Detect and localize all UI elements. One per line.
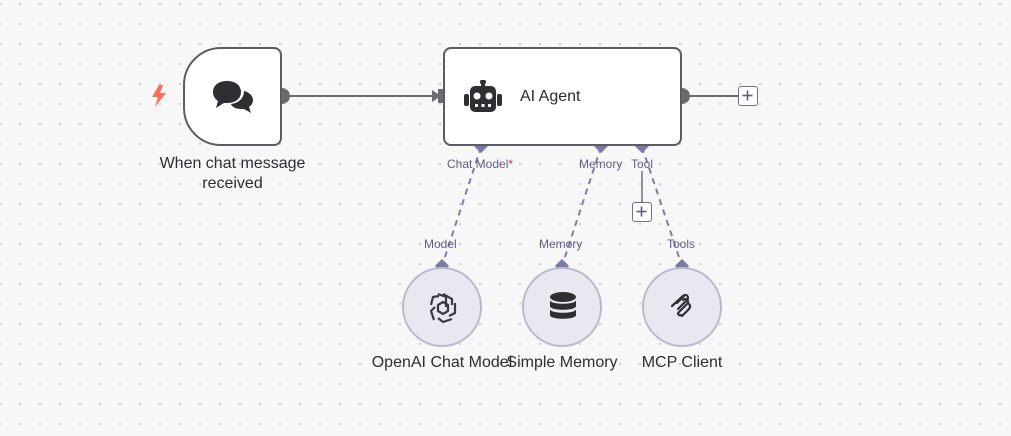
openai-chat-model-node[interactable] [402, 267, 482, 347]
plus-icon [636, 206, 647, 217]
memory-connection[interactable] [561, 146, 602, 267]
openai-node-label: OpenAI Chat Model [371, 354, 513, 371]
mcp-icon [670, 293, 692, 318]
model-output-label: Model [424, 237, 457, 251]
connection-arrow [432, 90, 441, 102]
tools-output-label: Tools [667, 237, 696, 251]
add-node-button[interactable] [738, 86, 758, 106]
memory-port-label: Memory [579, 157, 623, 171]
plus-icon [742, 90, 753, 101]
robot-icon [464, 80, 502, 112]
mcp-node-label: MCP Client [641, 354, 723, 371]
memory-node-label: Simple Memory [506, 354, 618, 371]
tool-port-label: Tool [631, 157, 654, 171]
agent-input-handle[interactable] [438, 89, 444, 103]
ai-agent-node[interactable]: AI Agent [443, 47, 682, 146]
database-icon [550, 292, 576, 319]
model-connection[interactable] [441, 146, 482, 267]
add-tool-button[interactable] [632, 202, 652, 222]
chat-model-port-label: Chat Model* [447, 157, 514, 171]
trigger-node[interactable] [183, 47, 282, 146]
mcp-client-node[interactable] [642, 267, 722, 347]
memory-output-label: Memory [539, 237, 583, 251]
chat-bubbles-icon [213, 81, 253, 113]
agent-title: AI Agent [520, 88, 581, 105]
tool-connection[interactable] [641, 146, 683, 267]
lightning-icon [152, 85, 166, 107]
simple-memory-node[interactable] [522, 267, 602, 347]
trigger-node-label: When chat message received [159, 155, 306, 192]
openai-icon [429, 292, 457, 324]
